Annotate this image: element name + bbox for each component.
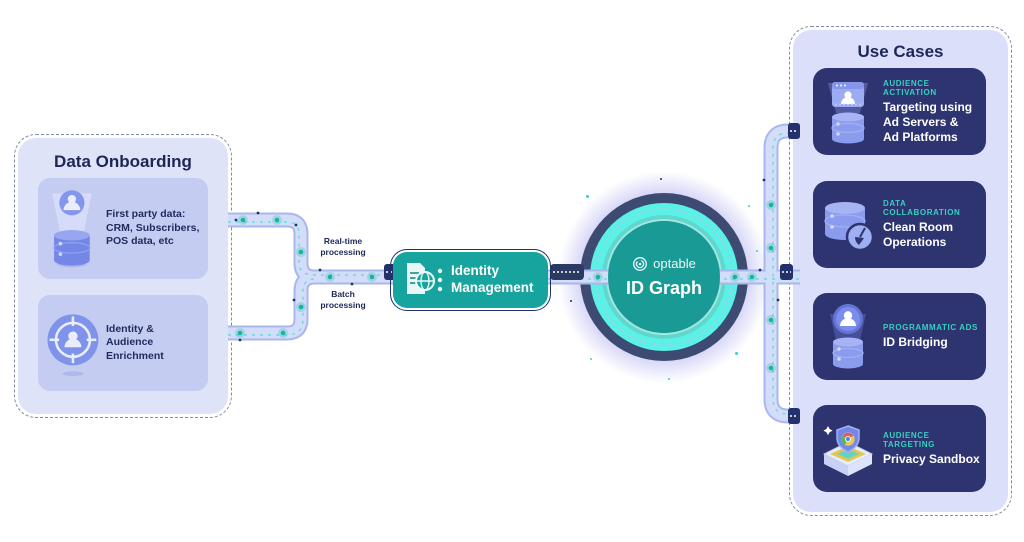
confetti-dot <box>590 358 592 360</box>
data-collaboration-title: Clean Room Operations <box>883 220 954 249</box>
confetti-dot <box>570 300 572 302</box>
first-party-data-text: First party data: CRM, Subscribers, POS … <box>106 208 200 248</box>
projection-database-icon <box>52 189 92 267</box>
use-cases-title: Use Cases <box>857 42 944 61</box>
optable-brand: optable <box>632 256 696 272</box>
document-globe-icon <box>407 263 443 294</box>
programmatic-ads-card: PROGRAMMATIC ADS ID Bridging <box>813 293 986 380</box>
browser-audience-server-icon <box>828 81 868 143</box>
realtime-processing-label: Real-time processing <box>320 236 366 257</box>
confetti-dot <box>660 178 662 180</box>
identity-management-label: Identity Management <box>451 263 534 295</box>
confetti-dot <box>586 195 589 198</box>
programmatic-ads-eyebrow: PROGRAMMATIC ADS <box>883 323 978 332</box>
data-onboarding-panel: Data Onboarding First party data: CRM, S… <box>14 134 232 418</box>
optable-brand-name: optable <box>653 256 696 271</box>
audience-targeting-eyebrow: AUDIENCE TARGETING <box>883 430 935 449</box>
confetti-dot <box>668 378 670 380</box>
audience-target-icon <box>47 314 99 377</box>
id-graph-label: ID Graph <box>625 277 702 298</box>
programmatic-ads-title: ID Bridging <box>883 335 948 349</box>
clean-room-database-icon <box>824 201 875 251</box>
audience-activation-eyebrow: AUDIENCE ACTIVATION <box>883 78 937 97</box>
identity-enrichment-card: Identity & Audience Enrichment <box>38 295 208 391</box>
audience-activation-card: AUDIENCE ACTIVATION Targeting using Ad S… <box>813 68 986 155</box>
audience-activation-title: Targeting using Ad Servers & Ad Platform… <box>883 99 973 144</box>
confetti-dot <box>735 352 738 355</box>
programmatic-audience-icon <box>830 303 866 368</box>
batch-processing-label: Batch processing <box>320 289 366 310</box>
privacy-sandbox-icon <box>822 424 874 476</box>
first-party-data-card: First party data: CRM, Subscribers, POS … <box>38 178 208 279</box>
audience-targeting-card: AUDIENCE TARGETING Privacy Sandbox <box>813 405 986 492</box>
identity-management-box: Identity Management <box>390 249 551 311</box>
id-graph-circle: optable ID Graph <box>608 221 720 333</box>
data-collaboration-eyebrow: DATA COLLABORATION <box>883 199 961 217</box>
optable-spiral-logo <box>633 256 648 271</box>
audience-targeting-title: Privacy Sandbox <box>883 451 980 466</box>
data-collaboration-card: DATA COLLABORATION Clean Room Operations <box>813 181 986 268</box>
identity-enrichment-text: Identity & Audience Enrichment <box>106 322 164 362</box>
data-onboarding-title: Data Onboarding <box>54 152 192 171</box>
confetti-dot <box>748 205 750 207</box>
confetti-dot <box>756 250 758 252</box>
